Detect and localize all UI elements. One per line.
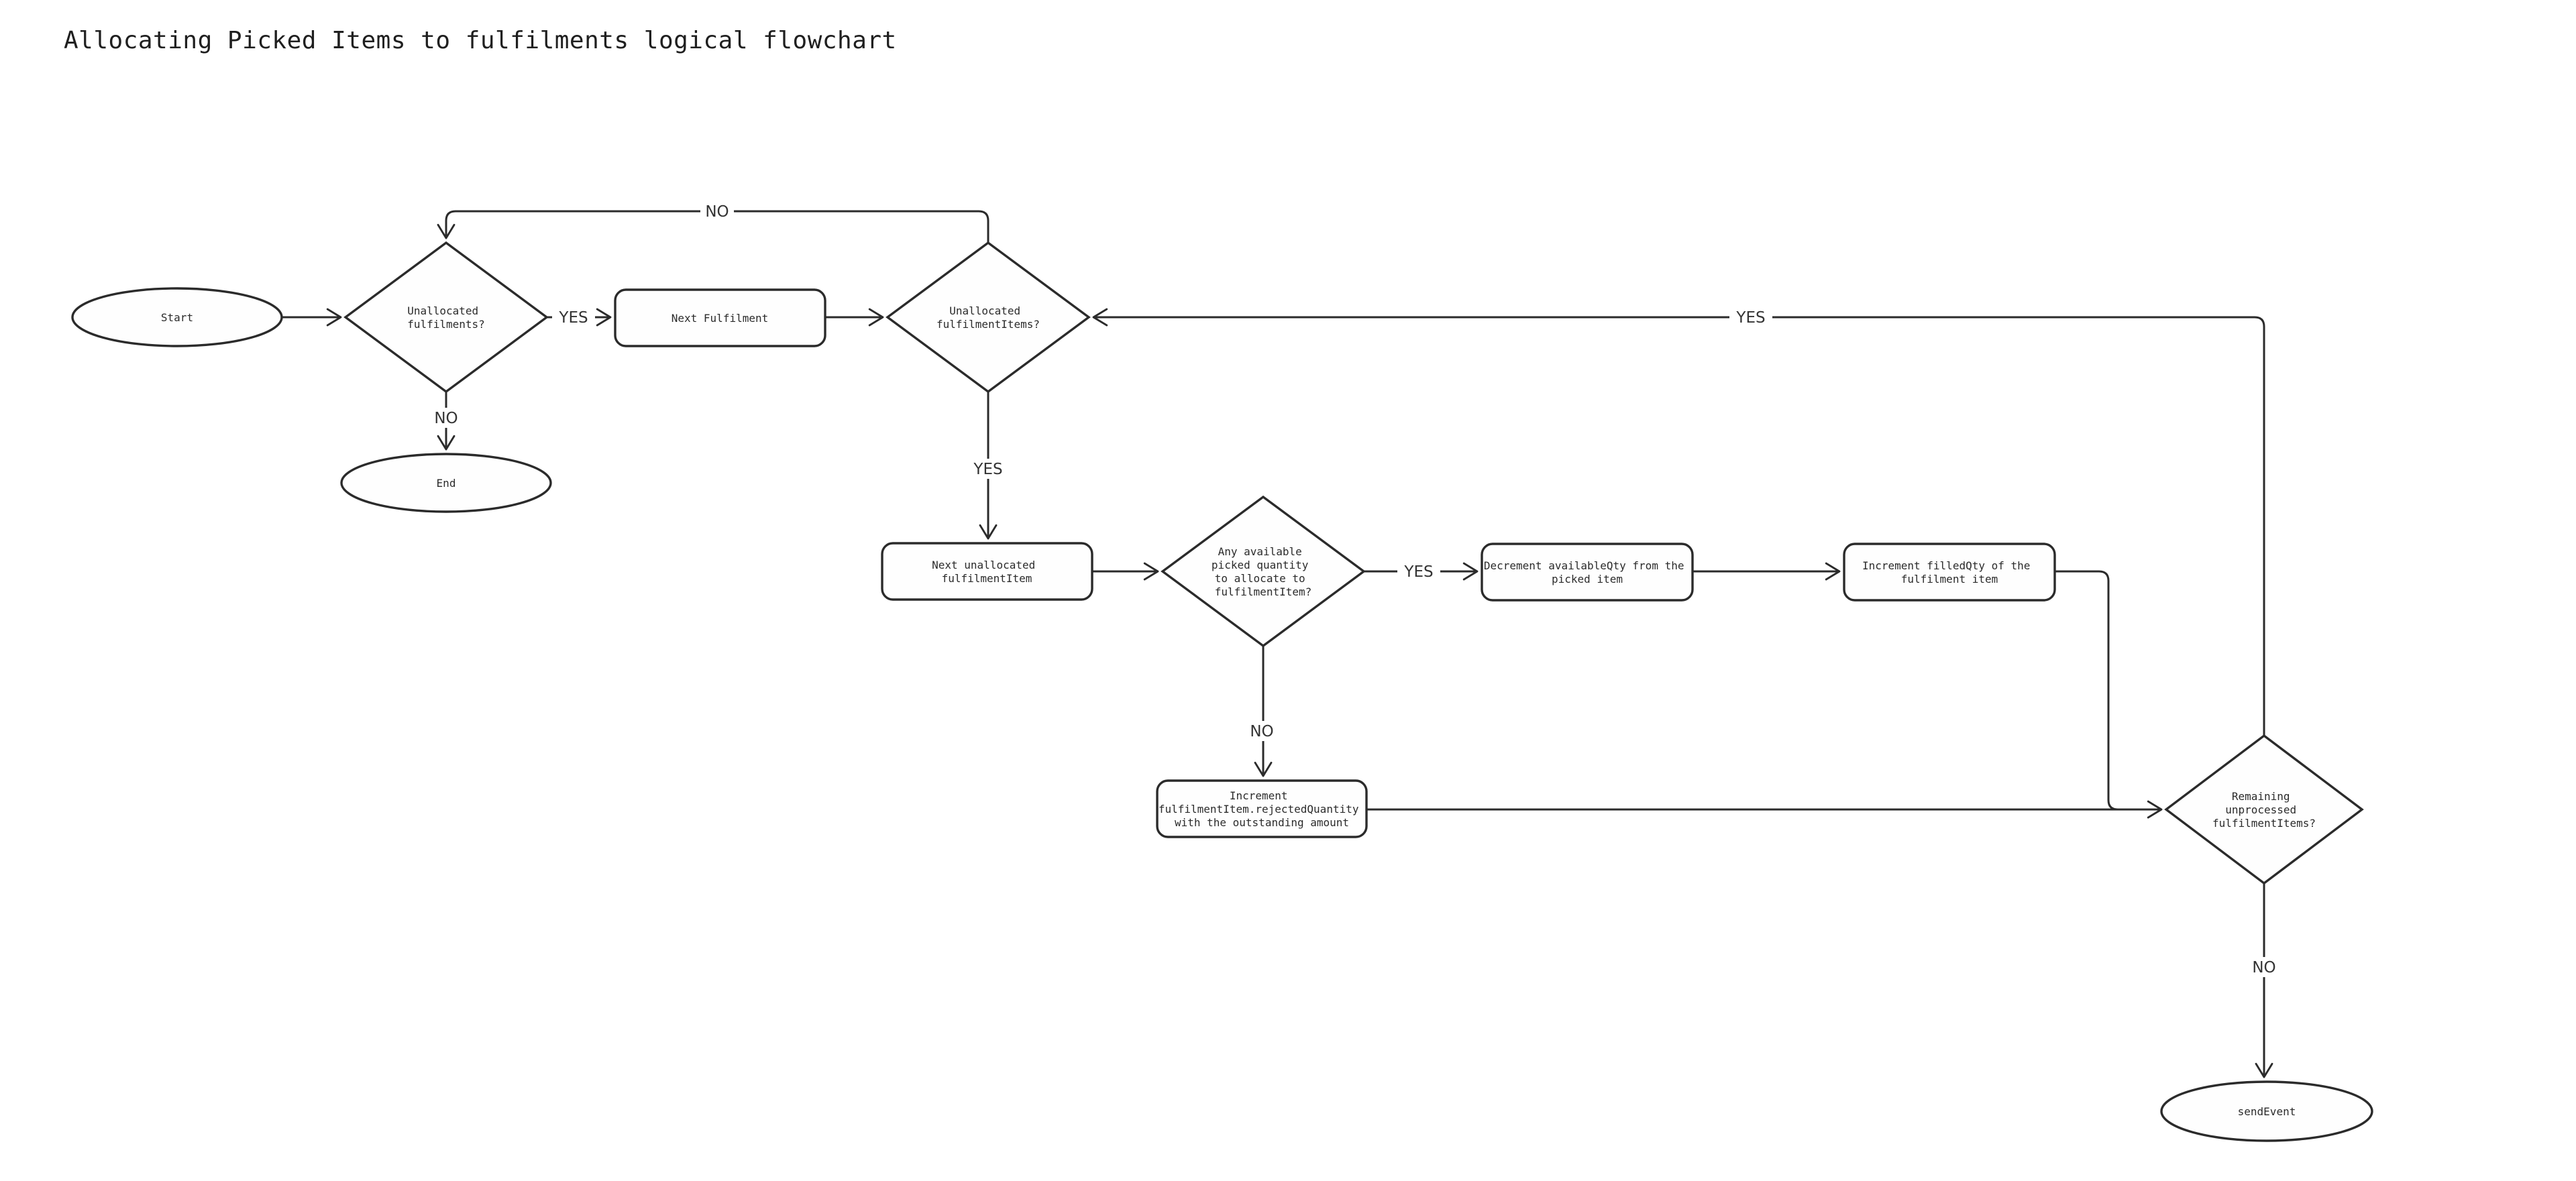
process-decrement-available-qty: Decrement availableQty from the picked i… [1481, 543, 1694, 602]
unallocated-fulfilment-items-diamond [885, 241, 1091, 394]
edge-label-yes-quantity: YES [1397, 561, 1440, 581]
edge-label-bg [1397, 561, 1440, 581]
start-label: Start [161, 311, 193, 324]
decision-unallocated-fulfilments: Unallocated fulfilments? [343, 241, 549, 394]
next-fulfilment-label: Next Fulfilment [672, 312, 769, 325]
svg-text:NO: NO [434, 410, 458, 427]
svg-text:NO: NO [1250, 723, 1273, 740]
svg-text:YES: YES [973, 461, 1002, 478]
sendevent-node: sendEvent [2160, 1080, 2373, 1142]
edge-label-bg [967, 459, 1010, 479]
process-next-unallocated-fulfilment-item: Next unallocated fulfilmentItem [881, 542, 1093, 601]
edge-label-no-quantity: NO [1245, 721, 1279, 741]
decrement-available-qty-box [1481, 543, 1694, 602]
decision-remaining-unprocessed-items: Remaining unprocessed fulfilmentItems? [2164, 734, 2364, 885]
edge-label-no-fulfilments: NO [429, 408, 463, 428]
edge-label-yes-fulfilment-items: YES [967, 459, 1010, 479]
next-fulfilment-box [614, 288, 826, 347]
sendevent-ellipse [2160, 1080, 2373, 1142]
decision-any-available-picked-quantity: Any available picked quantity to allocat… [1161, 495, 1366, 648]
start-ellipse [71, 287, 283, 347]
process-increment-rejected-quantity: Increment fulfilmentItem.rejectedQuantit… [1156, 779, 1368, 838]
edge-label-bg [1729, 307, 1772, 327]
sendevent-label: sendEvent [2238, 1105, 2296, 1118]
increment-filled-qty-label: Increment filledQty of the fulfilment it… [1862, 559, 2037, 585]
picked-quantity-diamond [1161, 495, 1366, 648]
edge-labels-layer: YES NO NO YES YES NO YES NO [429, 201, 2281, 977]
svg-text:YES: YES [1403, 563, 1433, 581]
edge-label-bg [2247, 957, 2281, 977]
end-label: End [437, 477, 456, 490]
decrement-available-qty-label: Decrement availableQty from the picked i… [1484, 559, 1690, 585]
diagram-title: Allocating Picked Items to fulfilments l… [64, 27, 897, 54]
process-next-fulfilment: Next Fulfilment [614, 288, 826, 347]
edge-label-no-fulfilment-items-loop: NO [700, 201, 734, 221]
edge-increment-filled-to-remaining [2055, 570, 2143, 811]
edge-label-no-remaining: NO [2247, 957, 2281, 977]
unallocated-fulfilments-diamond [343, 241, 549, 394]
svg-text:NO: NO [705, 203, 729, 221]
end-node: End [340, 453, 552, 513]
edge-label-bg [552, 307, 595, 327]
edges-layer [282, 210, 2273, 1078]
edge-label-bg [1245, 721, 1279, 741]
svg-text:YES: YES [558, 309, 588, 327]
edge-label-yes-remaining: YES [1729, 307, 1772, 327]
decision-unallocated-fulfilment-items: Unallocated fulfilmentItems? [885, 241, 1091, 394]
remaining-unprocessed-label: Remaining unprocessed fulfilmentItems? [2212, 790, 2316, 830]
process-increment-filled-qty: Increment filledQty of the fulfilment it… [1843, 543, 2056, 602]
nodes-layer: Start Unallocated fulfilments? Next Fulf… [71, 241, 2373, 1142]
edge-label-bg [429, 408, 463, 428]
next-unallocated-item-label: Next unallocated fulfilmentItem [932, 559, 1042, 585]
unallocated-fulfilments-label: Unallocated fulfilments? [407, 304, 485, 331]
edge-remaining-yes-loop [1092, 308, 2265, 736]
end-ellipse [340, 453, 552, 513]
svg-text:YES: YES [1735, 309, 1765, 327]
unallocated-fulfilment-items-label: Unallocated fulfilmentItems? [936, 304, 1040, 331]
next-unallocated-item-box [881, 542, 1093, 601]
increment-filled-qty-box [1843, 543, 2056, 602]
svg-text:NO: NO [2252, 959, 2275, 976]
increment-rejected-quantity-label: Increment fulfilmentItem.rejectedQuantit… [1159, 789, 1365, 829]
remaining-unprocessed-diamond [2164, 734, 2364, 885]
picked-quantity-label: Any available picked quantity to allocat… [1212, 545, 1315, 598]
edge-label-bg [700, 201, 734, 221]
increment-rejected-quantity-box [1156, 779, 1368, 838]
start-node: Start [71, 287, 283, 347]
edge-label-yes-fulfilments: YES [552, 307, 595, 327]
